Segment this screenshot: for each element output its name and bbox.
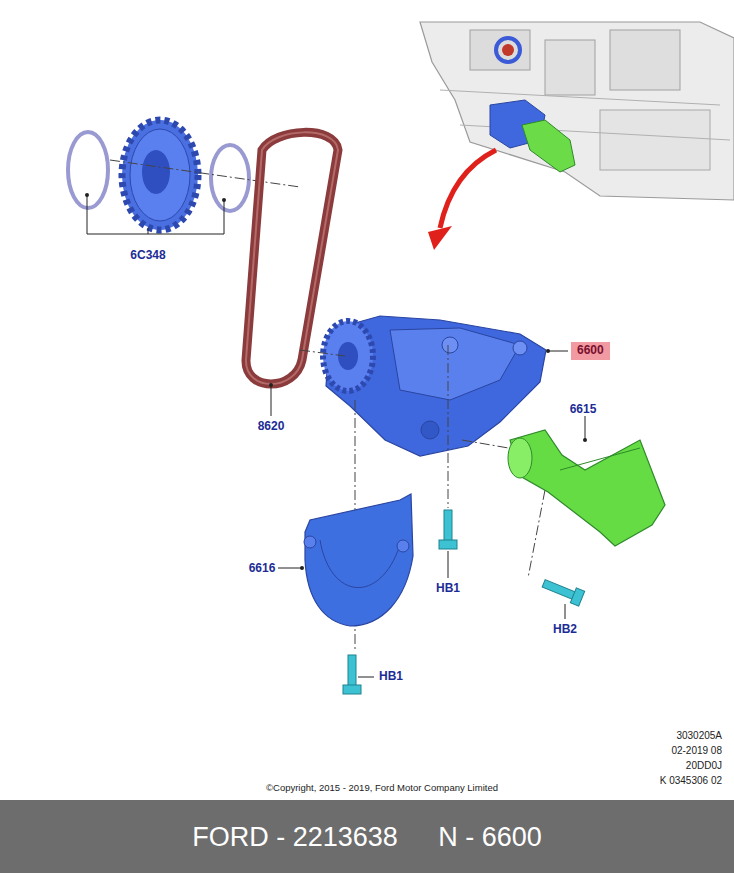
copyright-note: ©Copyright, 2015 - 2019, Ford Motor Comp… [266,783,498,794]
highlighted-part-number: 6600 [571,342,610,360]
reference-code: 3030205A [676,730,722,742]
bolt-callout: HB1 [436,582,460,596]
callout-number: 6616 [249,562,276,576]
part-number: N - 6600 [438,822,542,853]
reference-code: K 0345306 02 [660,775,722,787]
reference-code: 20DD0J [686,760,722,772]
callout-number: 6615 [570,403,597,417]
reference-code: 02-2019 08 [671,745,722,757]
bolt-callout: HB1 [379,670,403,684]
part-number: FORD - 2213638 [192,822,398,853]
callout-number: 6C348 [130,249,165,263]
callout-number: 8620 [258,420,285,434]
bolt-callout: HB2 [553,623,577,637]
